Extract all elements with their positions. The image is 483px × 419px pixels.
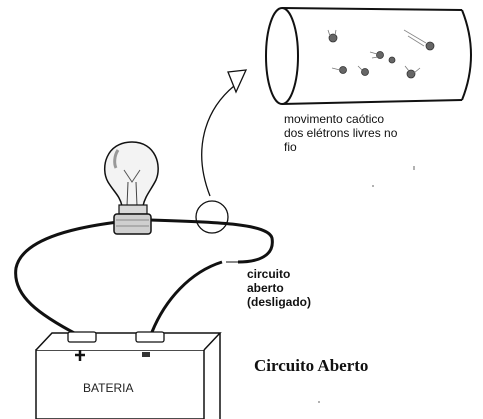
switch-label-line-1: circuito (247, 267, 291, 281)
magnified-wire-cylinder (265, 7, 472, 105)
battery-label: BATERIA (83, 381, 134, 395)
zoom-circle (195, 200, 229, 234)
negative-sign (142, 352, 150, 357)
positive-sign (75, 350, 85, 361)
circuit-wires (14, 218, 274, 337)
caption-line-2: dos elétrons livres no (284, 125, 398, 140)
switch-label-line-2: aberto (247, 280, 284, 295)
battery (35, 331, 222, 419)
switch-label-line-3: (desligado) (247, 294, 312, 309)
caption-line-3: fio (284, 139, 297, 154)
electron-particles (327, 29, 435, 79)
open-circuit-label: circuito aberto (desligado) (247, 267, 367, 309)
light-bulb (104, 141, 159, 235)
negative-terminal (135, 331, 165, 343)
diagram-title: Circuito Aberto (254, 356, 369, 375)
caption-line-1: movimento caótico (284, 112, 385, 126)
electron-motion-caption: movimento caótico dos elétrons livres no… (284, 112, 464, 154)
positive-terminal (67, 331, 97, 343)
stray-marks (318, 166, 415, 403)
zoom-arrow (201, 69, 248, 197)
